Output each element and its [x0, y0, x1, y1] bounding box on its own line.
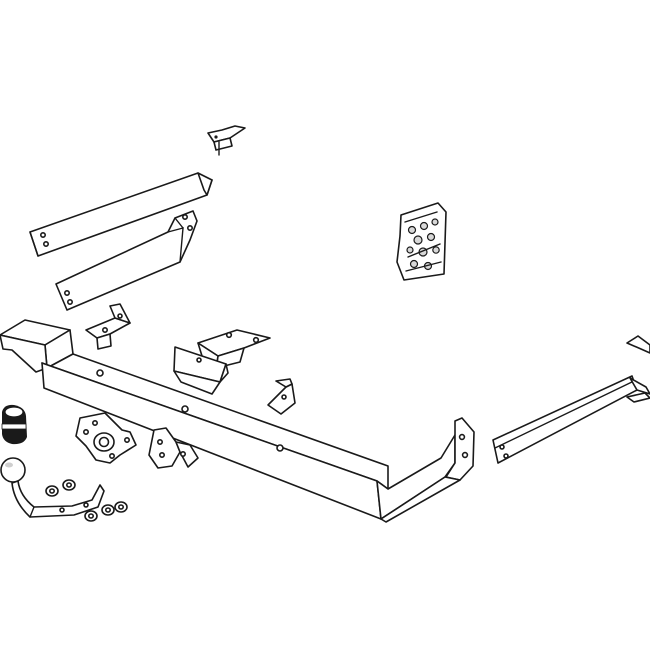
- side-bracket-lower-left: [55, 210, 198, 311]
- fixings-bag: [396, 202, 447, 281]
- main-crossbar: [0, 319, 475, 523]
- small-tab-bracket: [207, 125, 246, 156]
- hanger-bracket: [148, 427, 199, 469]
- angle-bracket-small-right: [267, 378, 296, 415]
- washers-nuts: [45, 479, 128, 522]
- angle-bracket-middle-lower: [173, 346, 229, 395]
- socket-plate: [75, 412, 137, 464]
- ball-cover: [1, 404, 27, 445]
- tow-ball-neck: [0, 457, 105, 518]
- angle-bracket-left: [85, 303, 131, 350]
- side-bracket-upper-left: [29, 172, 213, 257]
- side-bracket-right: [492, 335, 650, 464]
